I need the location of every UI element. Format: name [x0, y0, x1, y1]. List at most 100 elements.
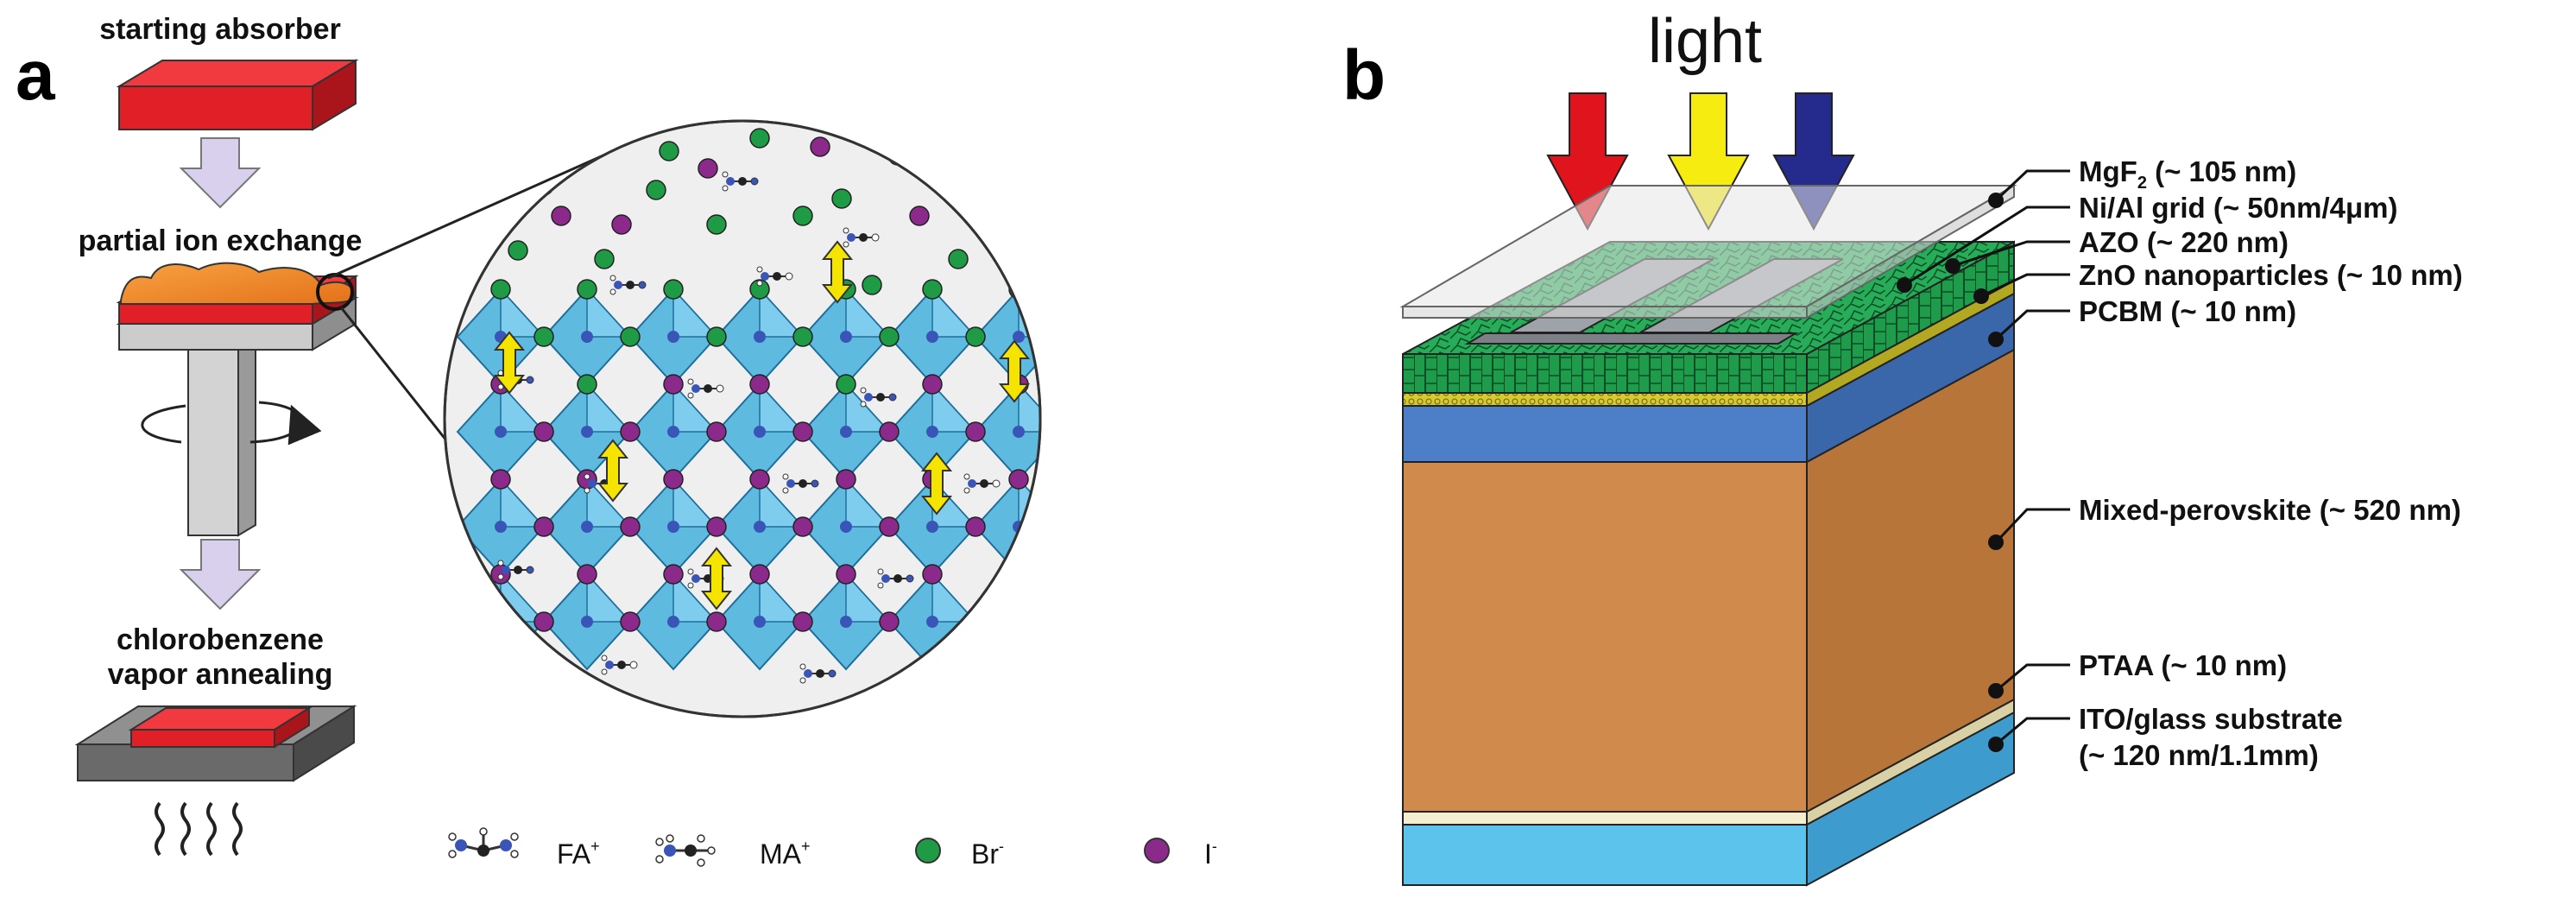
step-label-vapor-annealing: vapor annealing	[108, 658, 333, 691]
halide-ion	[577, 279, 597, 300]
halide-ion	[922, 374, 943, 395]
organic-cation	[714, 733, 749, 752]
halide-ion	[706, 421, 727, 442]
halide-ion	[620, 516, 641, 537]
halide-ion	[1052, 422, 1071, 441]
br-ion	[508, 240, 528, 261]
organic-cation	[497, 560, 534, 580]
halide-ion	[922, 564, 943, 585]
halide-ion	[620, 421, 641, 442]
exchange-arrow	[700, 547, 733, 610]
legend-ma-label: MA+	[760, 838, 811, 870]
halide-ion	[749, 374, 770, 395]
step-label-partial-ion-exchange: partial ion exchange	[79, 225, 363, 257]
iodide-ion	[810, 136, 830, 157]
starting-absorber-slab	[116, 59, 359, 131]
halide-ion	[1052, 612, 1071, 631]
br-ion	[831, 188, 852, 209]
octahedron	[628, 383, 718, 481]
halide-ion	[965, 611, 986, 632]
br-ion	[646, 180, 666, 200]
halide-ion	[1052, 517, 1071, 536]
label-ptaa: PTAA (~ 10 nm)	[2079, 649, 2287, 681]
octahedron	[628, 573, 718, 671]
halide-ion	[706, 326, 727, 347]
fa-molecule-icon	[448, 827, 519, 858]
halide-ion	[879, 326, 900, 347]
label-mgf2: MgF2 (~ 105 nm)	[2079, 155, 2296, 193]
organic-cation	[575, 132, 612, 153]
layer-pcbm	[1402, 292, 2015, 464]
halide-ion	[534, 326, 554, 347]
halide-ion	[1008, 469, 1029, 490]
organic-cation	[601, 655, 638, 675]
label-pcbm: PCBM (~ 10 nm)	[2079, 295, 2296, 327]
panel-a-letter: a	[16, 36, 56, 115]
br-ion	[792, 206, 813, 226]
layer-mgf2	[1399, 184, 2017, 319]
br-ion-icon	[915, 838, 941, 864]
halide-ion	[965, 326, 986, 347]
label-nial-grid: Ni/Al grid (~ 50nm/4μm)	[2079, 192, 2398, 224]
halide-ion	[879, 516, 900, 537]
br-ion	[594, 249, 615, 269]
exchange-arrow	[920, 452, 953, 516]
legend-i-label: I-	[1204, 838, 1217, 870]
label-azo: AZO (~ 220 nm)	[2079, 226, 2289, 258]
layer-labels: MgF2 (~ 105 nm) Ni/Al grid (~ 50nm/4μm) …	[2079, 155, 2463, 771]
leader-lines	[1904, 169, 2070, 746]
br-ion	[862, 275, 882, 295]
organic-cation	[972, 188, 1009, 209]
br-ion	[948, 249, 969, 269]
organic-cation	[756, 266, 793, 287]
organic-cation	[609, 275, 647, 295]
halide-ion	[663, 279, 684, 300]
organic-cation	[687, 378, 724, 399]
step-arrow-2	[179, 539, 262, 610]
halide-ion	[792, 611, 813, 632]
iodide-ion	[551, 206, 571, 226]
halide-ion	[836, 564, 856, 585]
halide-ion	[620, 326, 641, 347]
halide-ion	[490, 279, 511, 300]
halide-ion	[706, 611, 727, 632]
light-label: light	[1648, 7, 1762, 76]
br-ion	[749, 128, 770, 149]
organic-cation	[722, 171, 759, 192]
exchange-arrow	[998, 339, 1031, 403]
octahedron	[715, 478, 805, 576]
iodide-ion	[698, 158, 718, 179]
halide-ion	[922, 279, 943, 300]
halide-ion	[663, 564, 684, 585]
layer-mixed-perovskite	[1402, 348, 2015, 813]
br-ion	[706, 214, 727, 235]
halide-ion	[749, 469, 770, 490]
label-ito-glass-thickness: (~ 120 nm/1.1mm)	[2079, 739, 2319, 771]
octahedron	[456, 288, 546, 386]
organic-cation	[963, 473, 1001, 494]
zoom-line-top	[327, 149, 614, 280]
halide-ion	[534, 611, 554, 632]
organic-cation	[877, 568, 914, 589]
layer-ito-glass	[1402, 711, 2015, 887]
organic-cation	[894, 698, 931, 717]
halide-ion	[1008, 564, 1029, 585]
legend: FA+ MA+ Br- I-	[448, 827, 1217, 870]
step-label-chlorobenzene: chlorobenzene	[117, 623, 324, 656]
octahedron	[542, 573, 632, 671]
label-mixed-perovskite: Mixed-perovskite (~ 520 nm)	[2079, 494, 2461, 526]
iodide-ion	[611, 214, 632, 235]
legend-fa-label: FA+	[557, 838, 600, 870]
halide-ion	[879, 421, 900, 442]
halide-ion	[663, 374, 684, 395]
octahedron	[456, 478, 546, 576]
exchange-arrow	[821, 240, 854, 304]
halide-ion	[706, 516, 727, 537]
halide-ion	[965, 421, 986, 442]
halide-ion	[749, 279, 770, 300]
step-label-starting-absorber: starting absorber	[99, 13, 341, 46]
octahedron	[456, 383, 546, 481]
organic-cation	[799, 663, 837, 684]
organic-cation	[860, 387, 897, 408]
halide-ion	[836, 469, 856, 490]
